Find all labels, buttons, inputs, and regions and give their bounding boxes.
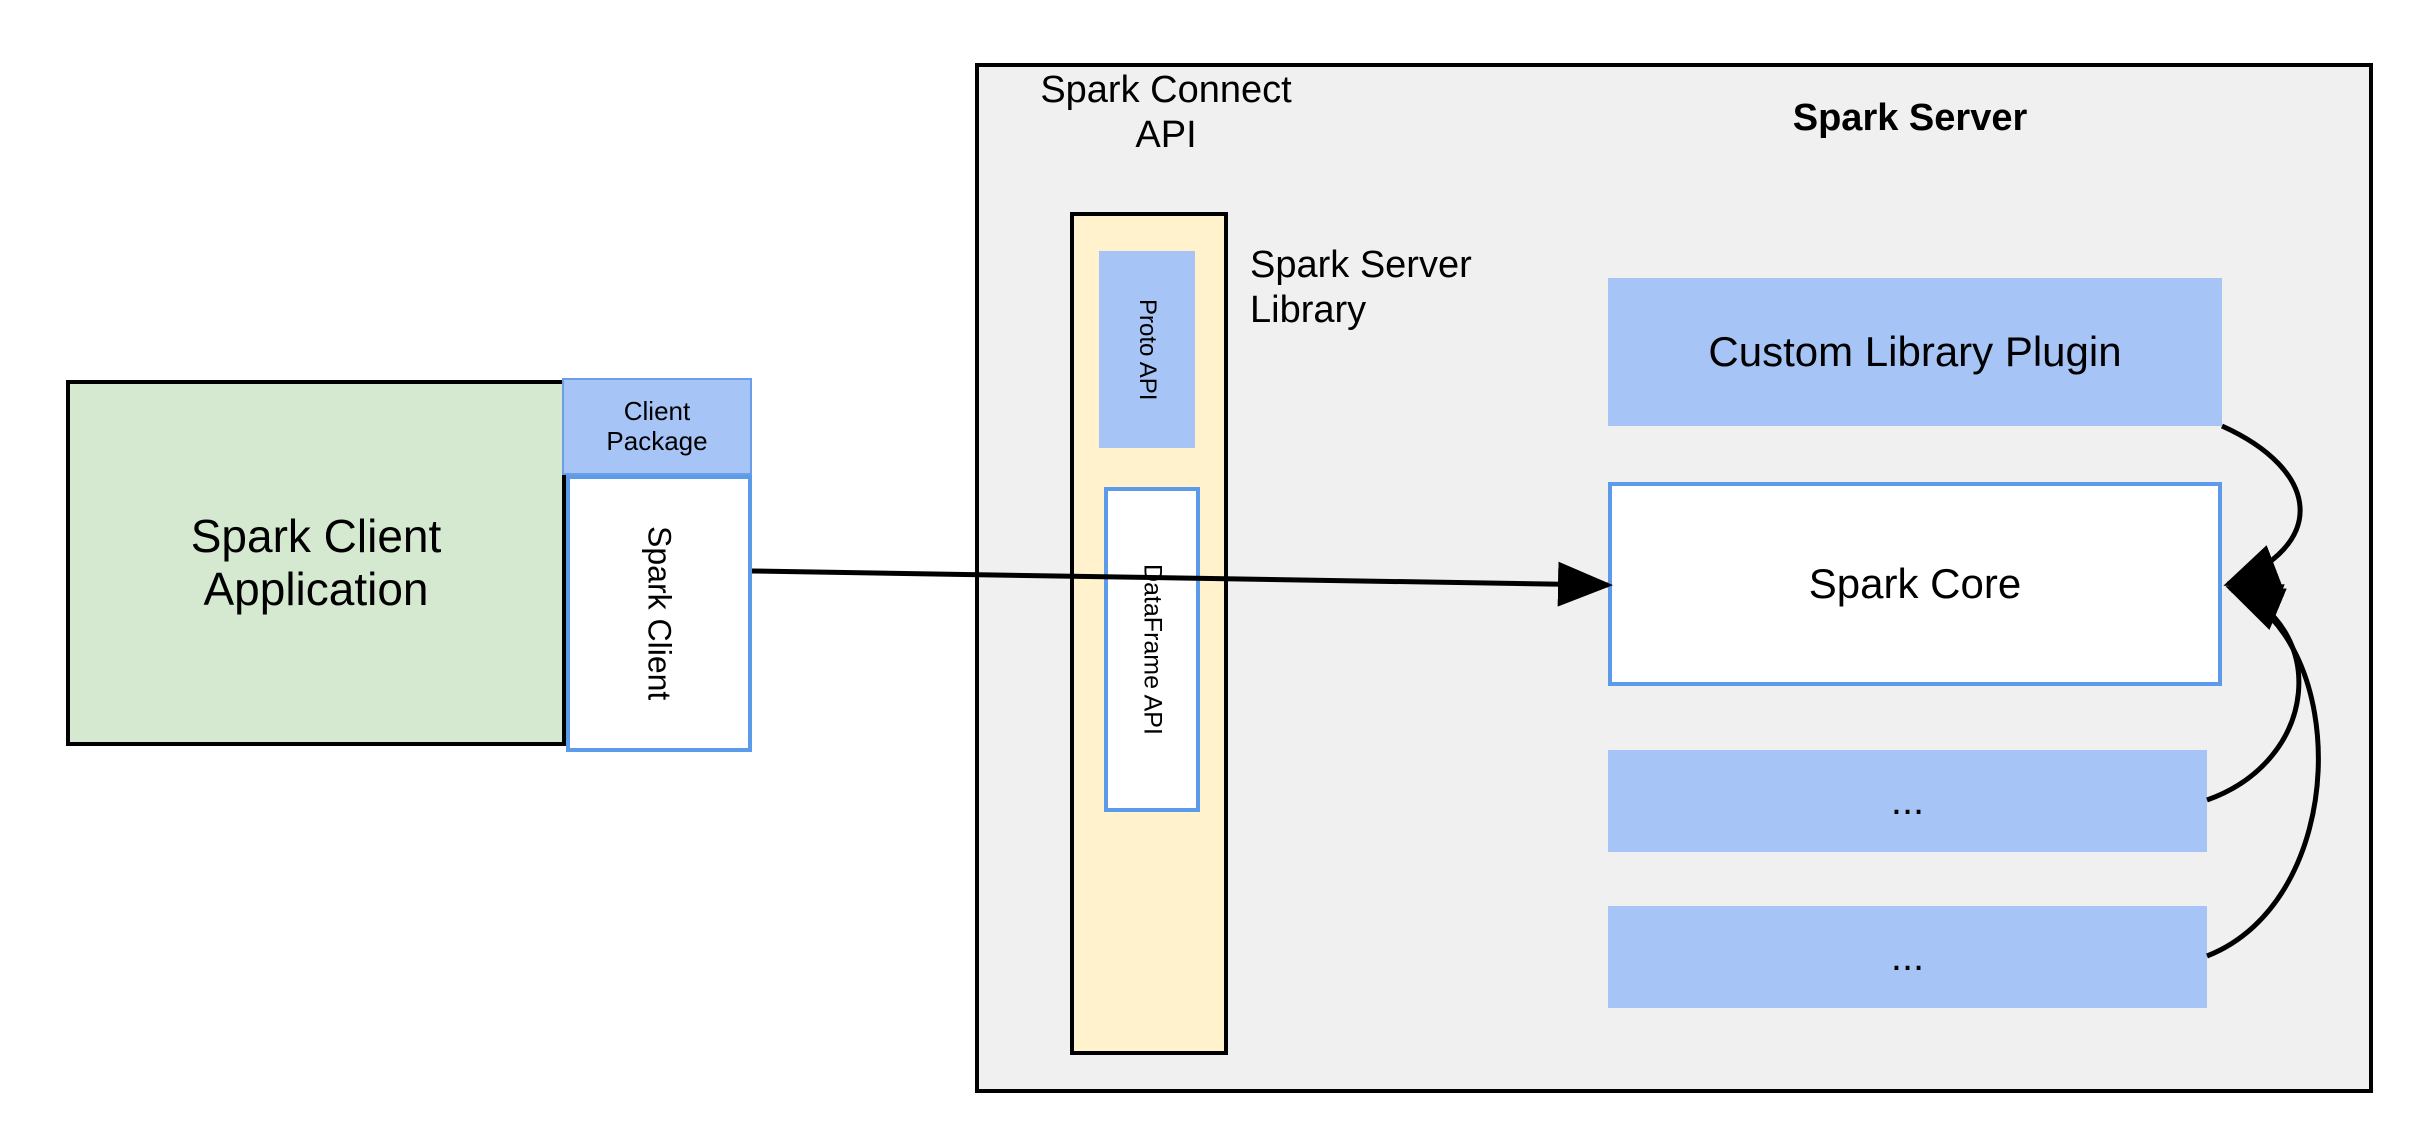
spark-connect-api-label: Spark Connect API bbox=[1040, 69, 1292, 156]
module-ellipsis-label-1: ... bbox=[1890, 779, 1925, 823]
module-ellipsis-label-2: ... bbox=[1890, 935, 1925, 979]
custom-library-plugin-label: Custom Library Plugin bbox=[1708, 327, 2122, 375]
spark-client-application-label: Spark Client Application bbox=[190, 510, 442, 615]
dataframe-api-box[interactable]: DataFrame API bbox=[1104, 487, 1200, 812]
module-ellipsis-box-2[interactable]: ... bbox=[1608, 906, 2207, 1008]
spark-client-application-box[interactable]: Spark Client Application bbox=[66, 380, 566, 746]
spark-server-library-label: Spark Server Library bbox=[1250, 244, 1472, 331]
module-ellipsis-box-1[interactable]: ... bbox=[1608, 750, 2207, 852]
spark-core-box[interactable]: Spark Core bbox=[1608, 482, 2222, 686]
client-package-label: Client Package bbox=[606, 395, 708, 456]
proto-api-label: Proto API bbox=[1133, 298, 1161, 401]
dataframe-api-label: DataFrame API bbox=[1138, 564, 1167, 735]
spark-client-box[interactable]: Spark Client bbox=[566, 475, 752, 752]
proto-api-box[interactable]: Proto API bbox=[1099, 251, 1195, 448]
client-package-box[interactable]: Client Package bbox=[562, 378, 752, 475]
spark-core-label: Spark Core bbox=[1808, 559, 2022, 607]
custom-library-plugin-box[interactable]: Custom Library Plugin bbox=[1608, 278, 2222, 426]
spark-client-label: Spark Client bbox=[641, 526, 678, 701]
spark-server-title: Spark Server bbox=[1792, 97, 2028, 139]
